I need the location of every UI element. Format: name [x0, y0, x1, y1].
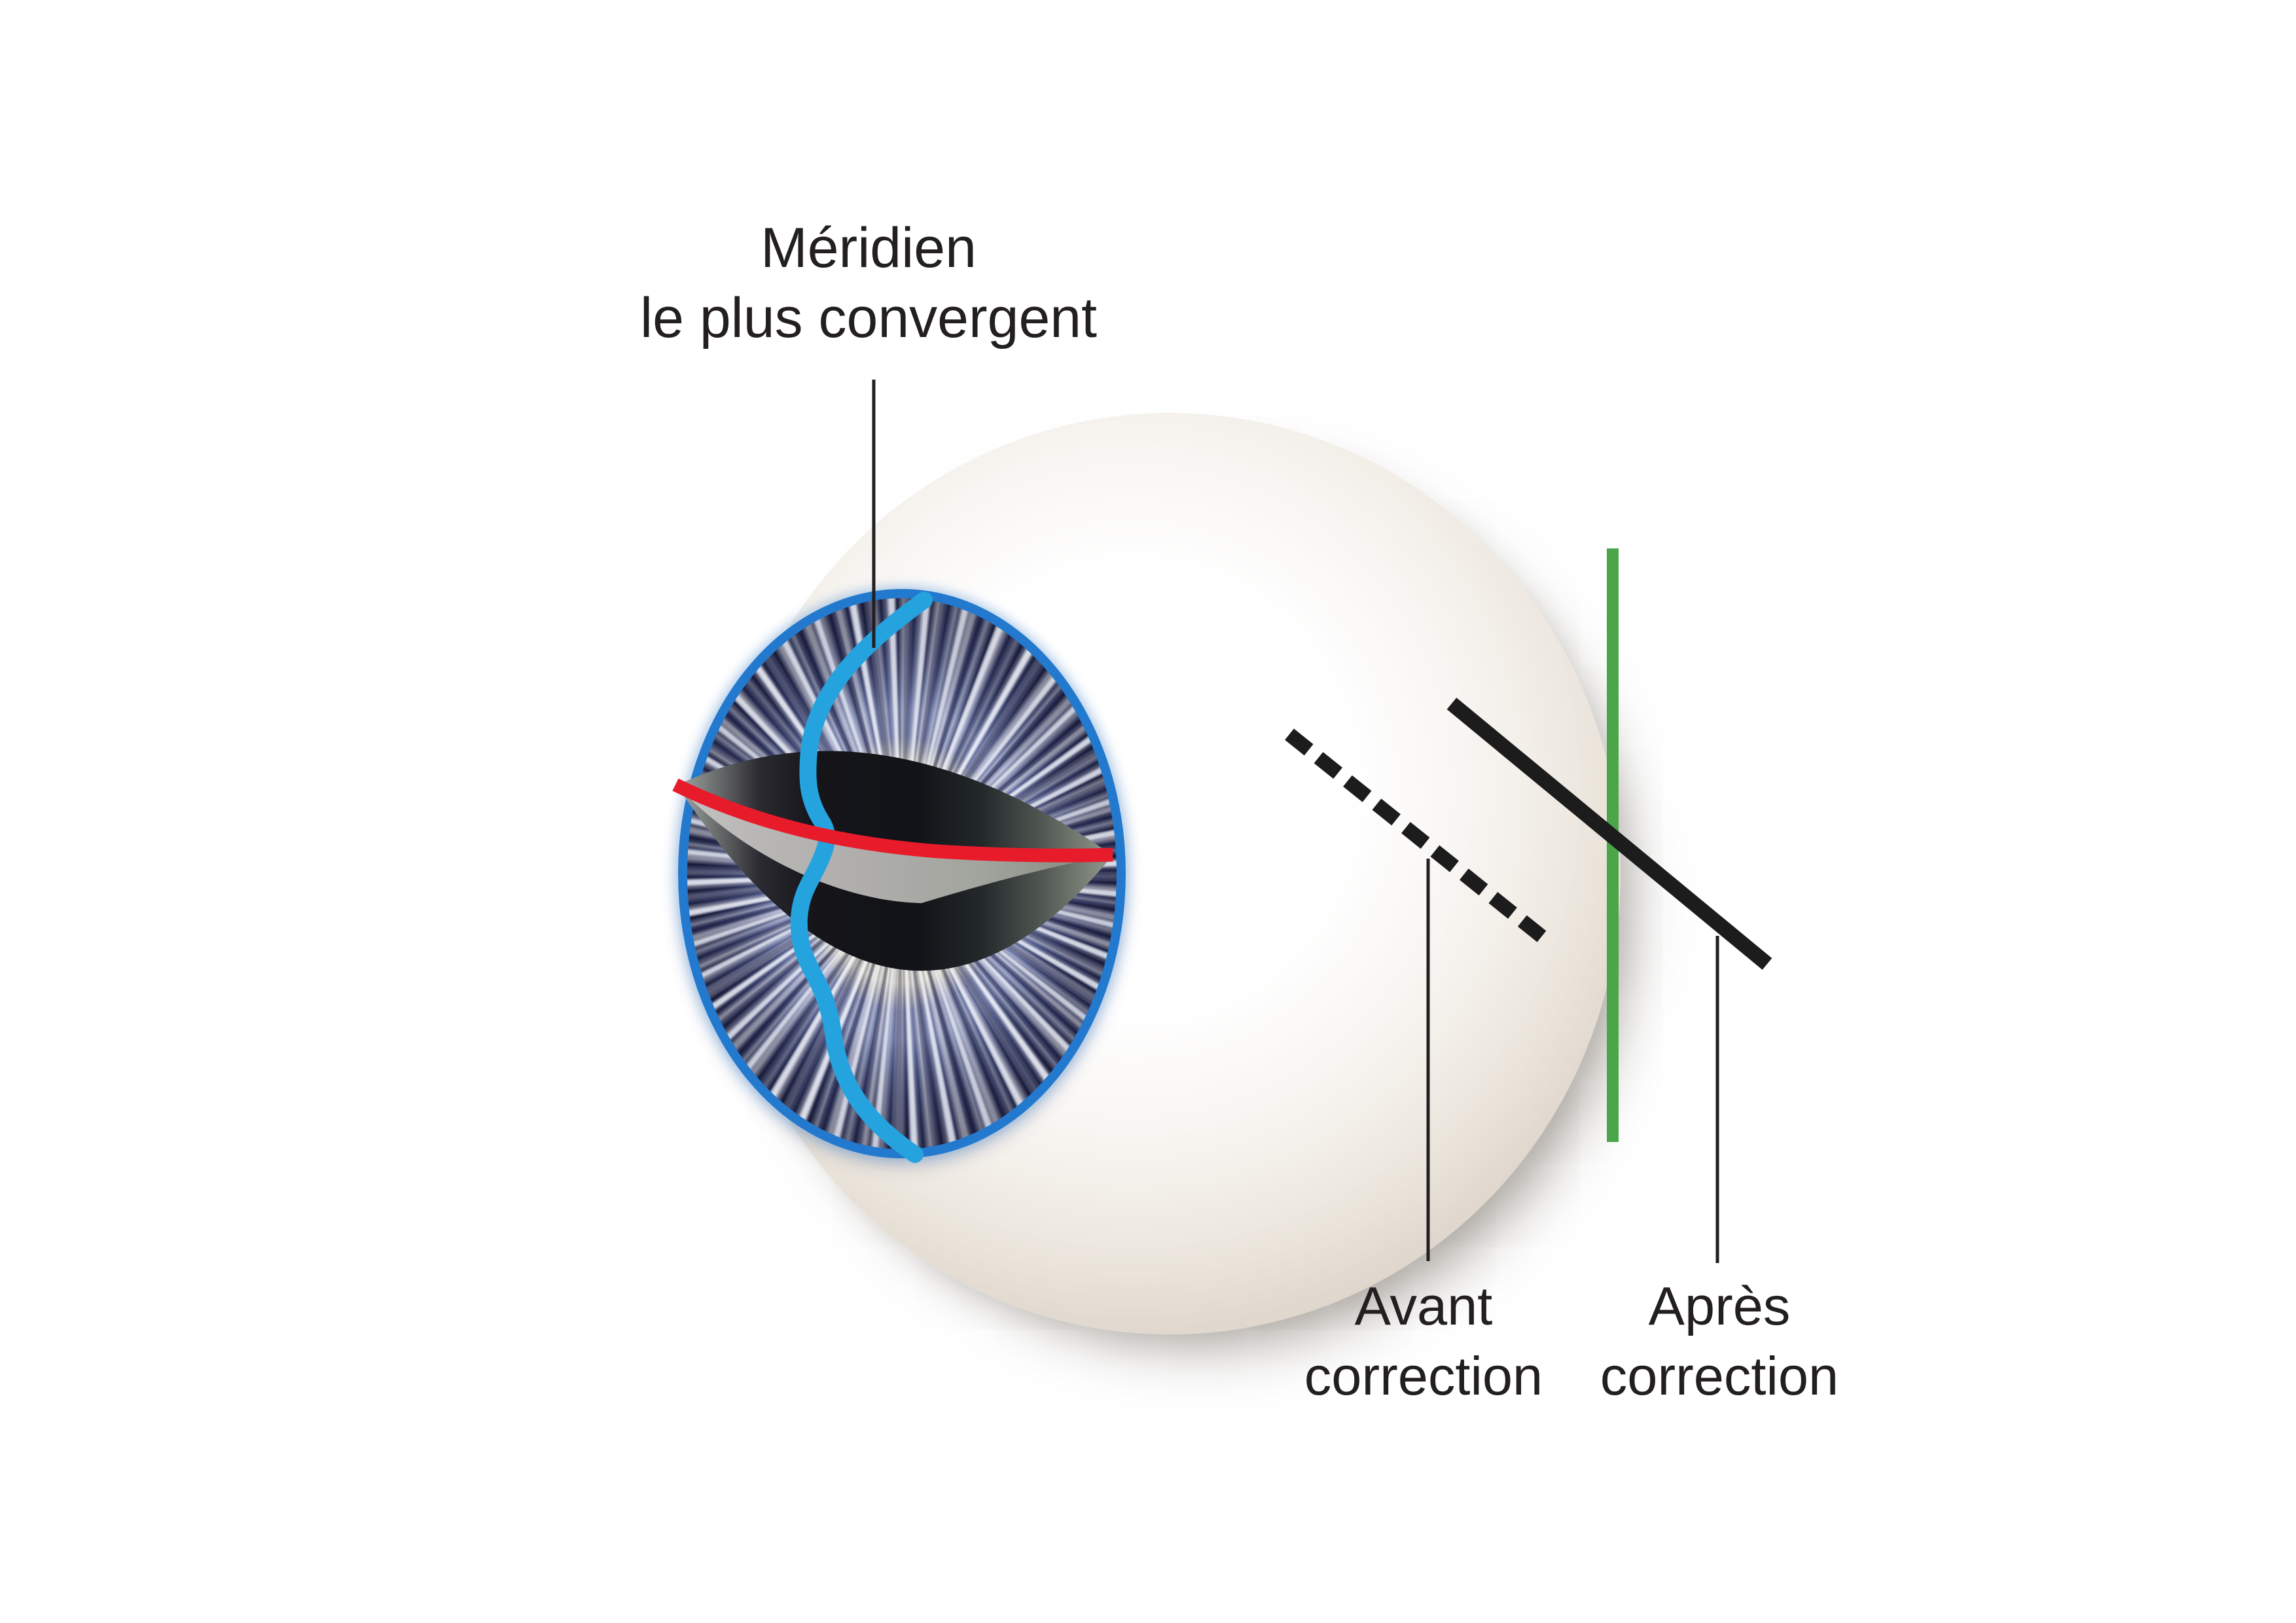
blue-meridian-line	[790, 592, 933, 1163]
label-after-correction: Après correction	[1458, 1271, 1981, 1411]
after-line-1: Après	[1648, 1275, 1791, 1336]
title-most-convergent-meridian: Méridien le plus convergent	[410, 213, 1327, 353]
title-line-1: Méridien	[761, 217, 977, 279]
before-correction-dashed-line	[1285, 728, 1551, 946]
label-before-correction: Avant correction	[1162, 1271, 1685, 1411]
lens-sliver	[677, 785, 1112, 903]
before-line-1: Avant	[1354, 1275, 1493, 1336]
before-line-2: correction	[1304, 1346, 1543, 1406]
after-line-2: correction	[1600, 1346, 1839, 1406]
red-meridian-line	[672, 778, 1113, 863]
title-line-2: le plus convergent	[640, 287, 1097, 349]
after-correction-solid-line	[1446, 698, 1772, 970]
